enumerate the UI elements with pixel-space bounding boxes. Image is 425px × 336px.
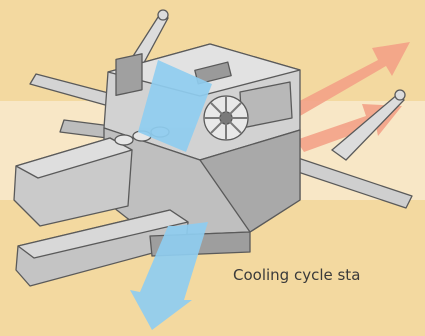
vent-grille bbox=[116, 54, 142, 96]
caption: Cooling cycle sta bbox=[233, 266, 360, 284]
lever-left-knob bbox=[158, 10, 168, 20]
fan-icon bbox=[204, 96, 248, 140]
lever-right-knob bbox=[395, 90, 405, 100]
